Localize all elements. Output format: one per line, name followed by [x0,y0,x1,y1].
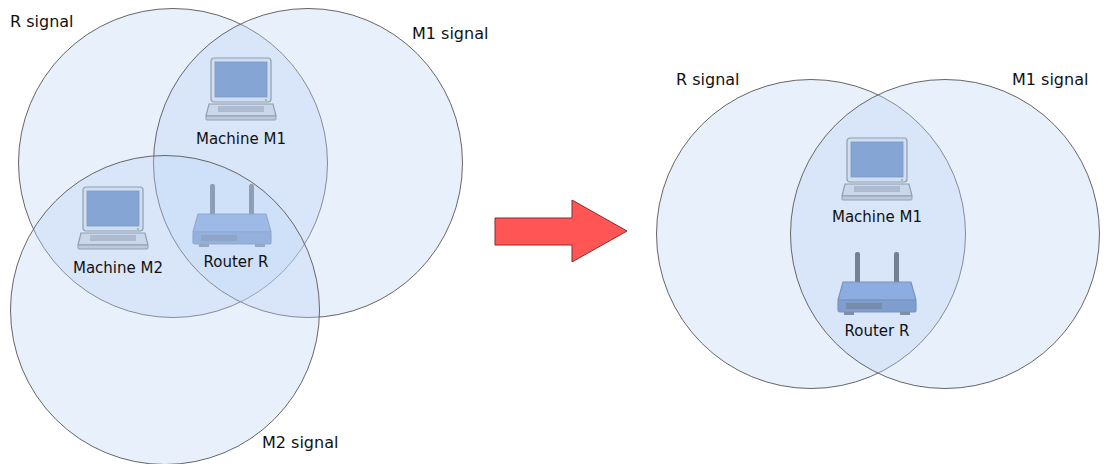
signal-label: R signal [10,12,74,31]
signal-range [10,155,320,464]
signal-range [790,79,1100,389]
signal-label: R signal [676,70,740,89]
signal-label: M1 signal [412,24,488,43]
signal-label: M2 signal [262,433,338,452]
device-label: Router R [845,322,910,340]
signal-circle-outline [791,80,1100,389]
device-label: Machine M2 [73,259,163,277]
signal-circle: M2 signal [10,155,320,464]
device-label: Router R [204,253,269,271]
device-label: Machine M1 [196,130,286,148]
transition-arrow [495,200,627,262]
signal-circle: M1 signal [790,79,1100,389]
signal-circle-outline [11,156,320,464]
device-label: Machine M1 [832,208,922,226]
signal-label: M1 signal [1012,70,1088,89]
